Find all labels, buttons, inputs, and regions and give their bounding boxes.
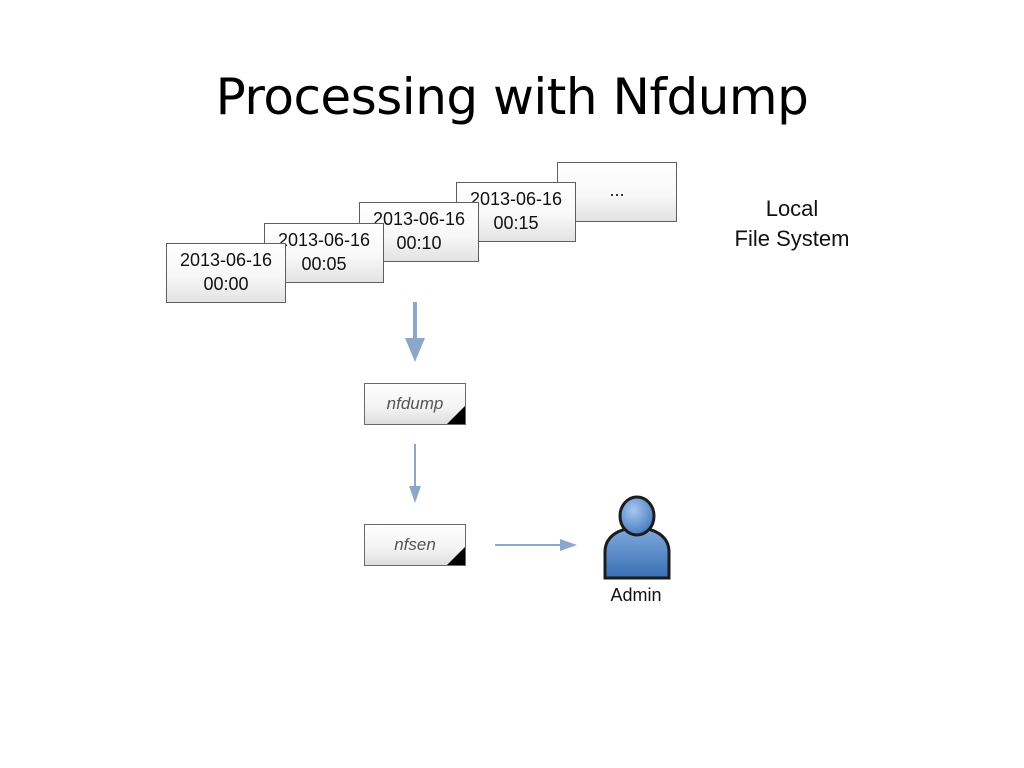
nfdump-box: nfdump — [364, 383, 466, 425]
file-card-date: 2013-06-16 — [179, 250, 273, 270]
file-card-0000: 2013-06-16 00:00 — [166, 243, 286, 303]
file-card-date: 2013-06-16 — [372, 209, 466, 229]
file-card-date: 2013-06-16 — [277, 230, 371, 250]
file-system-label-line2: File System — [734, 226, 850, 251]
admin-user-icon — [603, 495, 671, 580]
nfsen-label: nfsen — [394, 535, 436, 554]
file-system-label: Local File System — [712, 194, 872, 254]
arrow-nfsen-to-admin — [495, 539, 577, 551]
file-card-more: ... — [557, 162, 677, 222]
box-corner-icon — [447, 547, 465, 565]
admin-label: Admin — [610, 585, 662, 605]
slide-title: Processing with Nfdump — [215, 68, 809, 126]
file-card-time: 00:10 — [396, 233, 442, 253]
file-card-date: 2013-06-16 — [469, 189, 563, 209]
file-card-time: 00:15 — [493, 213, 539, 233]
file-system-label-line1: Local — [765, 196, 819, 221]
arrow-files-to-nfdump — [405, 302, 425, 362]
nfdump-label: nfdump — [386, 394, 444, 413]
nfsen-box: nfsen — [364, 524, 466, 566]
box-corner-icon — [447, 406, 465, 424]
file-card-time: 00:00 — [203, 274, 249, 294]
file-card-more-text: ... — [609, 180, 625, 200]
file-card-time: 00:05 — [301, 254, 347, 274]
arrow-nfdump-to-nfsen — [409, 444, 421, 503]
